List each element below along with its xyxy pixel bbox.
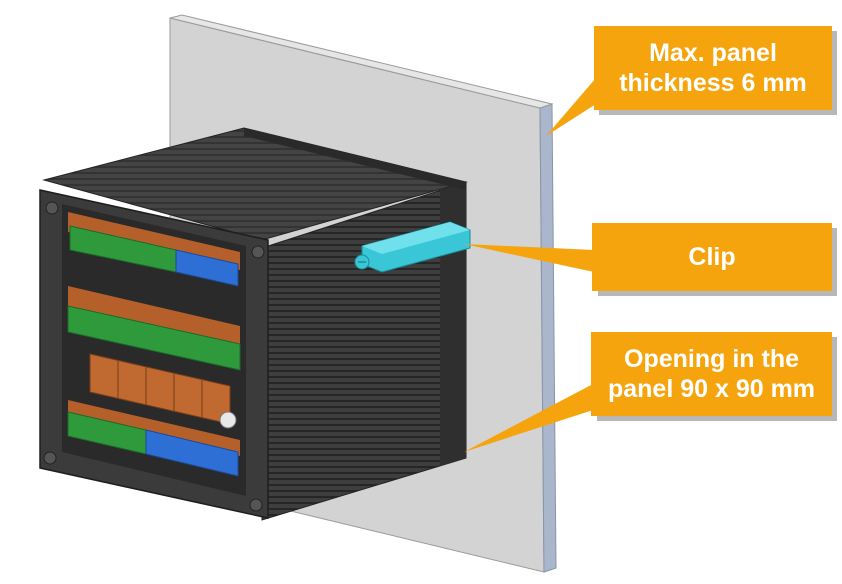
callout-clip-pointer (464, 244, 594, 272)
callout-clip-bubble (592, 223, 832, 291)
internal-boards (67, 212, 241, 477)
mounting-clip (354, 221, 471, 273)
callout-panel-thickness: Max. panel thickness 6 mm (619, 39, 807, 97)
callout-bubbles (464, 26, 832, 452)
callout-opening-pointer (464, 384, 593, 452)
callout-panel-thickness-pointer (546, 78, 596, 136)
housing-side (261, 181, 467, 521)
callout-opening-bubble (591, 332, 832, 416)
housing-top (42, 127, 468, 241)
callout-opening: Opening in the panel 90 x 90 mm (607, 345, 816, 403)
callout-panel-thickness-bubble (594, 26, 832, 110)
callout-clip: Clip (688, 243, 736, 271)
